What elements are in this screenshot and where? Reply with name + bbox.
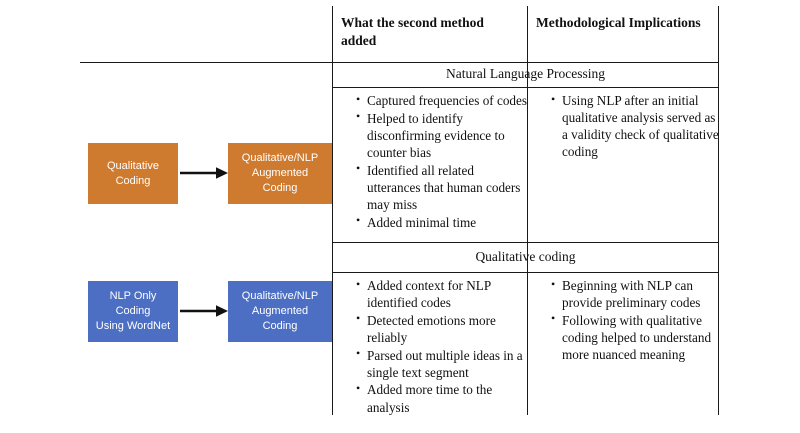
list-item: Detected emotions more reliably <box>356 311 532 346</box>
flow-box-line: Coding <box>262 319 298 332</box>
flow-box-nlp-only-coding-wordnet: NLP Only Coding Using WordNet <box>88 281 178 342</box>
bullet-list-added-nlp: Captured frequencies of codes Helped to … <box>341 91 528 231</box>
flow-box-line: Using WordNet <box>95 319 171 332</box>
flow-box-line: Augmented <box>251 305 309 318</box>
bullet-list-implications-qualitative: Beginning with NLP can provide prelimina… <box>536 276 727 364</box>
flow-box-line: Qualitative/NLP <box>241 290 319 303</box>
right-arrow-icon <box>180 305 228 317</box>
rule-below-band-1 <box>332 87 719 88</box>
list-item: Added minimal time <box>356 213 528 231</box>
list-item: Using NLP after an initial qualitative a… <box>551 92 723 161</box>
list-item: Identified all related utterances that h… <box>356 161 528 213</box>
rule-below-header <box>80 62 719 63</box>
flow-box-line: NLP Only Coding <box>109 290 157 318</box>
section-band-nlp: Natural Language Processing <box>446 66 605 81</box>
column-header-added: What the second method added <box>341 15 484 48</box>
flow-box-line: Augmented <box>251 167 309 180</box>
right-arrow-icon <box>180 167 228 179</box>
flow-box-line: Coding <box>262 181 298 194</box>
list-item: Helped to identify disconfirming evidenc… <box>356 109 528 161</box>
rule-below-band-2 <box>332 272 719 273</box>
flow-box-qualitative-nlp-augmented-coding-1: Qualitative/NLP Augmented Coding <box>228 143 332 204</box>
flow-box-line: Qualitative/NLP <box>241 152 319 165</box>
table-edge-right-header <box>718 6 719 63</box>
list-item: Added context for NLP identified codes <box>356 276 532 311</box>
list-item: Parsed out multiple ideas in a single te… <box>356 346 532 381</box>
flow-box-qualitative-nlp-augmented-coding-2: Qualitative/NLP Augmented Coding <box>228 281 332 342</box>
flow-box-qualitative-coding: Qualitative Coding <box>88 143 178 204</box>
list-item: Beginning with NLP can provide prelimina… <box>551 276 727 311</box>
table-divider-left <box>332 6 333 415</box>
flow-box-line: Coding <box>115 174 151 187</box>
list-item: Following with qualitative coding helped… <box>551 311 727 363</box>
flow-box-line: Qualitative <box>107 159 159 172</box>
bullet-list-implications-nlp: Using NLP after an initial qualitative a… <box>536 92 723 161</box>
column-header-implications: Methodological Implications <box>536 15 701 30</box>
bullet-list-added-qualitative: Added context for NLP identified codes D… <box>341 276 532 416</box>
list-item: Captured frequencies of codes <box>356 91 528 109</box>
rule-above-band-2 <box>332 242 719 243</box>
section-band-qualitative: Qualitative coding <box>475 249 576 264</box>
list-item: Added more time to the analysis <box>356 381 532 415</box>
